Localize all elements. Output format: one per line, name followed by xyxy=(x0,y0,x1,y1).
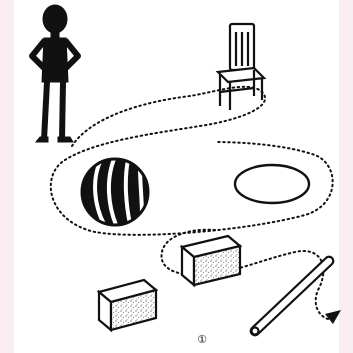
striped-ball-icon xyxy=(82,159,148,225)
diagram-label: ① xyxy=(197,333,207,346)
